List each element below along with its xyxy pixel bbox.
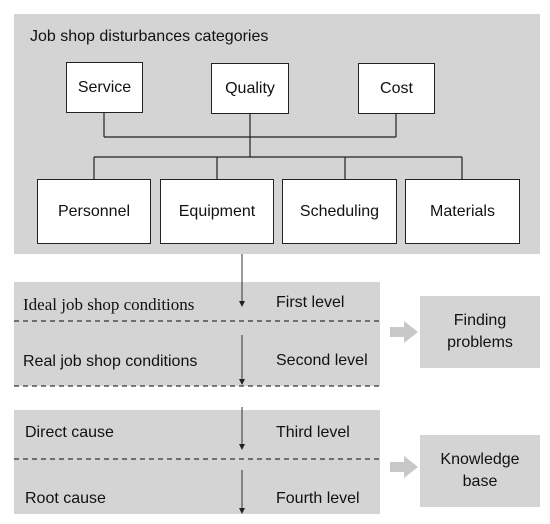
fourth-level-label: Fourth level [276, 490, 360, 507]
levels-panel-lower [14, 410, 380, 514]
knowledge-base-line2: base [462, 473, 498, 490]
root-cause-label: Root cause [25, 490, 106, 507]
category-equipment: Equipment [160, 179, 274, 244]
category-materials: Materials [405, 179, 520, 244]
knowledge-base-box: Knowledge base [420, 435, 540, 507]
arrow-to-knowledge-base [390, 456, 418, 478]
second-level-label: Second level [276, 352, 368, 369]
category-quality: Quality [211, 63, 289, 114]
category-cost: Cost [358, 63, 435, 114]
category-scheduling: Scheduling [282, 179, 397, 244]
ideal-conditions-label: Ideal job shop conditions [23, 295, 195, 314]
knowledge-base-line1: Knowledge [440, 451, 520, 468]
category-personnel: Personnel [37, 179, 151, 244]
first-level-label: First level [276, 294, 345, 311]
finding-problems-line2: problems [447, 334, 513, 351]
levels-panel-upper [14, 282, 380, 386]
third-level-label: Third level [276, 424, 350, 441]
arrow-to-finding-problems [390, 321, 418, 343]
finding-problems-line1: Finding [453, 312, 507, 329]
direct-cause-label: Direct cause [25, 424, 114, 441]
real-conditions-label: Real job shop conditions [23, 353, 198, 370]
category-service: Service [66, 62, 143, 113]
categories-title: Job shop disturbances categories [30, 28, 269, 45]
finding-problems-box: Finding problems [420, 296, 540, 368]
